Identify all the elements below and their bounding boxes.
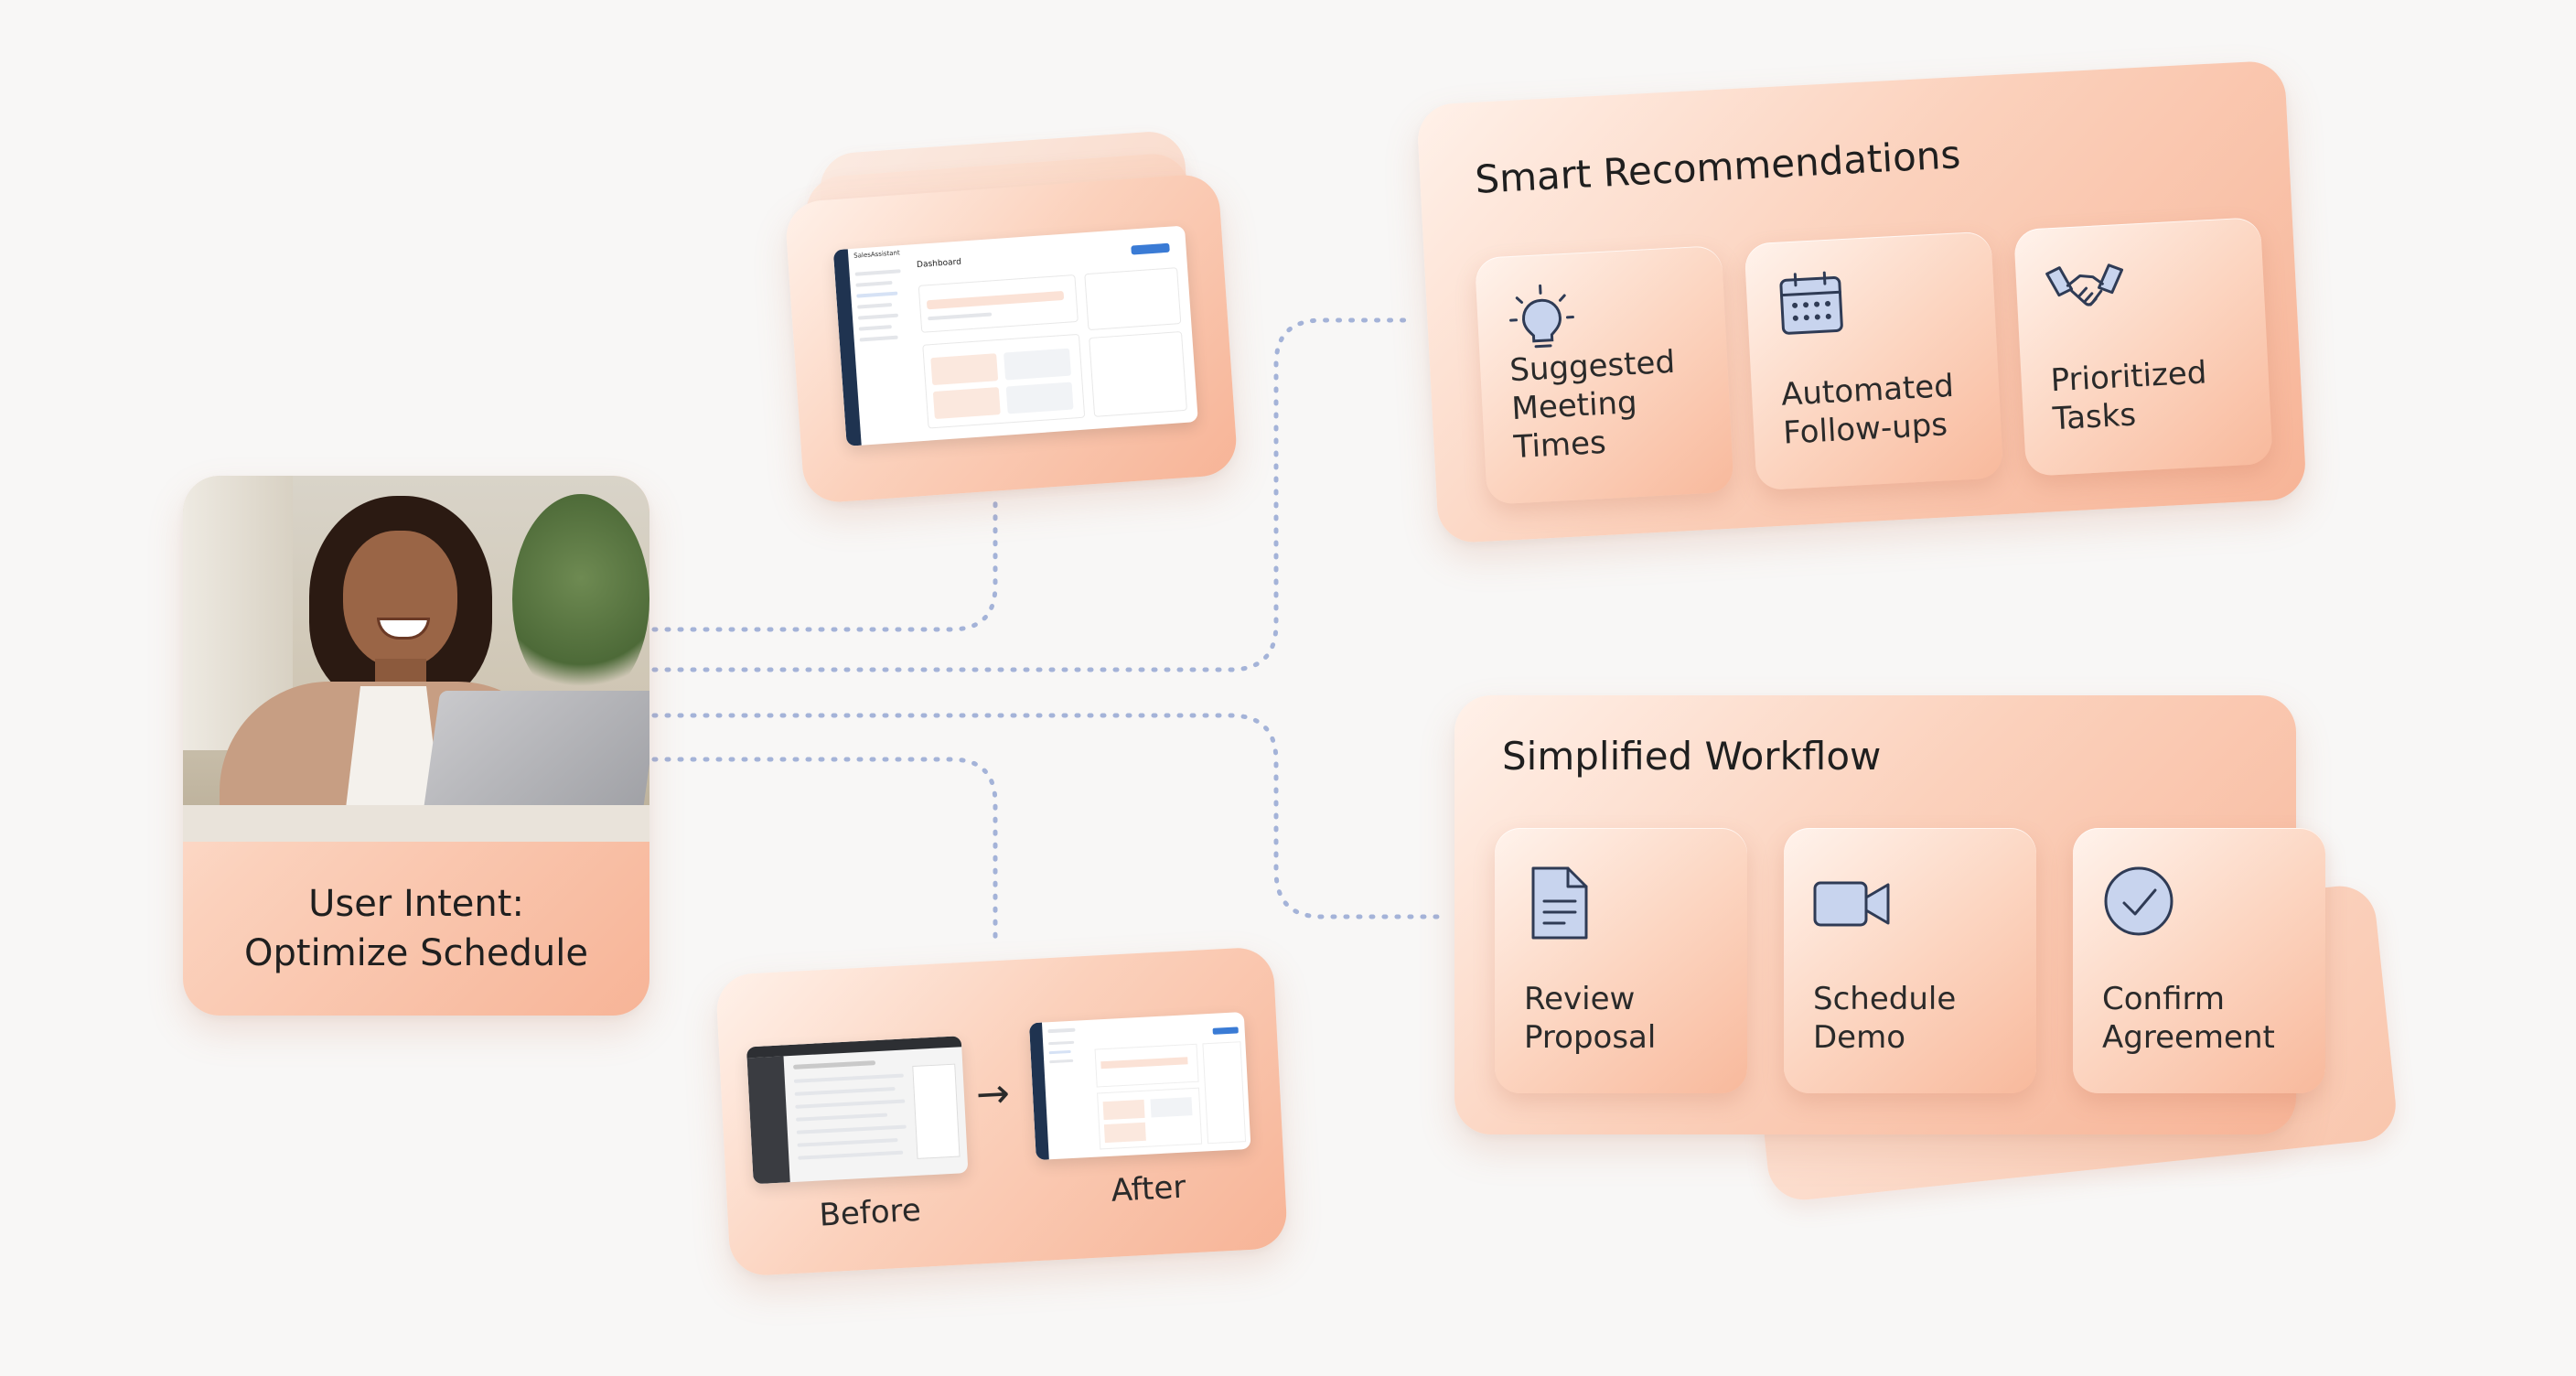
recommendation-prioritized-tasks[interactable]: Prioritized Tasks	[2013, 217, 2273, 477]
video-camera-icon	[1813, 881, 1890, 927]
connector-to-recommendations	[651, 317, 1416, 672]
dashboard-sidebar	[832, 249, 862, 446]
workflow-step-schedule-demo[interactable]: Schedule Demo	[1784, 828, 2036, 1093]
workflow-step-confirm-agreement[interactable]: Confirm Agreement	[2073, 828, 2325, 1093]
connector-to-workflow	[651, 713, 1448, 919]
workflow-step-label: Confirm Agreement	[2102, 981, 2275, 1056]
smart-recommendations-card: Smart Recommendations Suggested Meeting …	[1416, 59, 2307, 544]
dashboard-preview-card: SalesAssistant Dashboard	[784, 172, 1239, 505]
recommendation-suggested-meeting-times[interactable]: Suggested Meeting Times	[1474, 244, 1734, 505]
recommendation-label: Automated Follow-ups	[1780, 367, 1955, 452]
simplified-workflow-title: Simplified Workflow	[1502, 734, 1882, 779]
user-intent-line-2: Optimize Schedule	[244, 932, 588, 974]
workflow-step-review-proposal[interactable]: Review Proposal	[1495, 828, 1747, 1093]
connector-to-dashboard	[651, 499, 998, 632]
after-label: After	[1110, 1168, 1187, 1209]
recommendation-label: Prioritized Tasks	[2049, 354, 2208, 438]
handshake-icon	[2045, 263, 2124, 306]
lightbulb-icon	[1509, 284, 1574, 349]
document-icon	[1531, 866, 1588, 940]
before-label: Before	[818, 1191, 922, 1234]
calendar-icon	[1779, 271, 1843, 335]
smart-recommendations-title: Smart Recommendations	[1474, 132, 1962, 202]
recommendation-label: Suggested Meeting Times	[1508, 343, 1676, 467]
user-intent-line-1: User Intent:	[308, 883, 524, 925]
simplified-workflow-card: Simplified Workflow Review Proposal Sche…	[1454, 695, 2325, 1134]
user-photo	[183, 476, 649, 842]
user-intent-label: User Intent: Optimize Schedule	[183, 842, 649, 1016]
before-after-card: → Before After	[714, 946, 1289, 1277]
dashboard-action-button[interactable]	[1131, 242, 1170, 255]
dashboard-page-title: Dashboard	[916, 257, 962, 271]
dashboard-app-name: SalesAssistant	[853, 249, 900, 260]
after-screenshot	[1028, 1011, 1251, 1161]
connector-to-before-after	[651, 757, 998, 950]
recommendation-automated-follow-ups[interactable]: Automated Follow-ups	[1744, 231, 2004, 491]
checkmark-circle-icon	[2104, 866, 2174, 936]
dashboard-screenshot: SalesAssistant Dashboard	[832, 225, 1198, 446]
arrow-right-icon: →	[974, 1070, 1012, 1119]
user-intent-card: User Intent: Optimize Schedule	[183, 476, 649, 1016]
before-screenshot	[746, 1036, 969, 1185]
workflow-step-label: Schedule Demo	[1813, 981, 1957, 1056]
workflow-step-label: Review Proposal	[1524, 981, 1657, 1056]
